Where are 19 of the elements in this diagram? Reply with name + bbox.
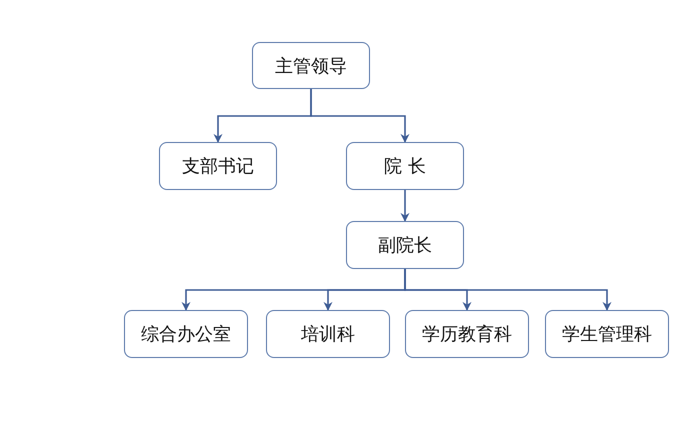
node-label: 副院长: [378, 234, 432, 257]
position-box: [252, 42, 370, 89]
node-label: 学生管理科: [562, 323, 652, 346]
node-label: 主管领导: [275, 54, 347, 78]
department-box: [545, 310, 669, 358]
department-box: [405, 310, 529, 358]
node-label: 支部书记: [182, 155, 254, 178]
node-label: 培训科: [301, 323, 355, 346]
connector-arrow: [404, 269, 612, 311]
position-box: [346, 142, 464, 190]
connector-arrow: [400, 190, 410, 222]
position-box: [346, 221, 464, 269]
department-box: [124, 310, 248, 358]
connector-arrow: [310, 89, 410, 143]
node-label: 学历教育科: [422, 323, 512, 346]
department-box: [266, 310, 390, 358]
node-label: 院 长: [384, 155, 426, 178]
node-label: 综合办公室: [141, 323, 231, 346]
position-box: [159, 142, 277, 190]
